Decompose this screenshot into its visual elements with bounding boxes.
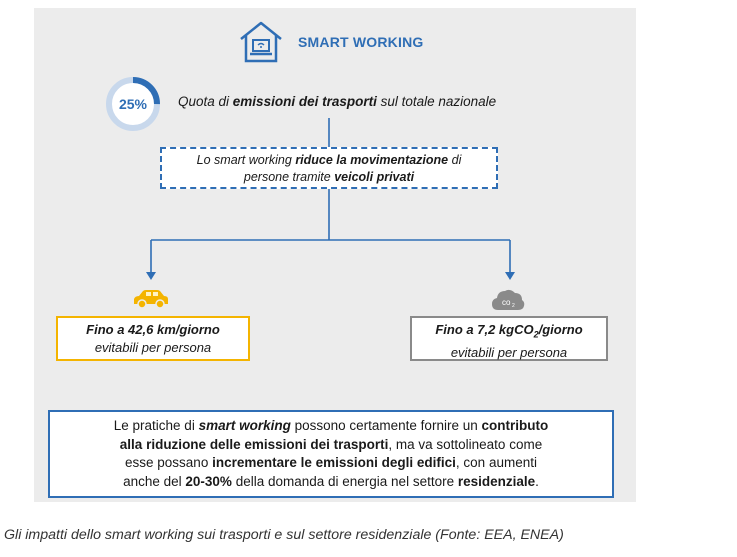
co2-caption: evitabili per persona	[450, 344, 568, 360]
arrow-right-icon	[505, 272, 515, 280]
conclusion-box: Le pratiche di smart working possono cer…	[48, 410, 614, 498]
percent-label: 25%	[118, 96, 148, 112]
house-laptop-icon	[240, 21, 282, 63]
co2-box: Fino a 7,2 kgCO2/giorno evitabili per pe…	[410, 316, 608, 361]
km-value: Fino a 42,6 km/giorno	[86, 322, 220, 337]
quota-text: Quota di emissioni dei trasporti sul tot…	[178, 94, 497, 109]
arrow-left-icon	[146, 272, 156, 280]
reduction-box: Lo smart working riduce la movimentazion…	[160, 147, 498, 189]
km-caption: evitabili per persona	[94, 340, 212, 355]
svg-text:2: 2	[512, 303, 515, 309]
percent-donut	[106, 77, 160, 131]
co2-value: Fino a 7,2 kgCO2/giorno	[435, 322, 583, 340]
car-icon	[134, 290, 168, 309]
co2-cloud-icon: co 2	[492, 289, 525, 310]
svg-text:co: co	[502, 298, 511, 307]
km-box: Fino a 42,6 km/giorno evitabili per pers…	[56, 316, 250, 361]
page-title: SMART WORKING	[298, 34, 424, 50]
figure-caption: Gli impatti dello smart working sui tras…	[4, 527, 564, 543]
donut-progress-arc	[106, 77, 160, 131]
